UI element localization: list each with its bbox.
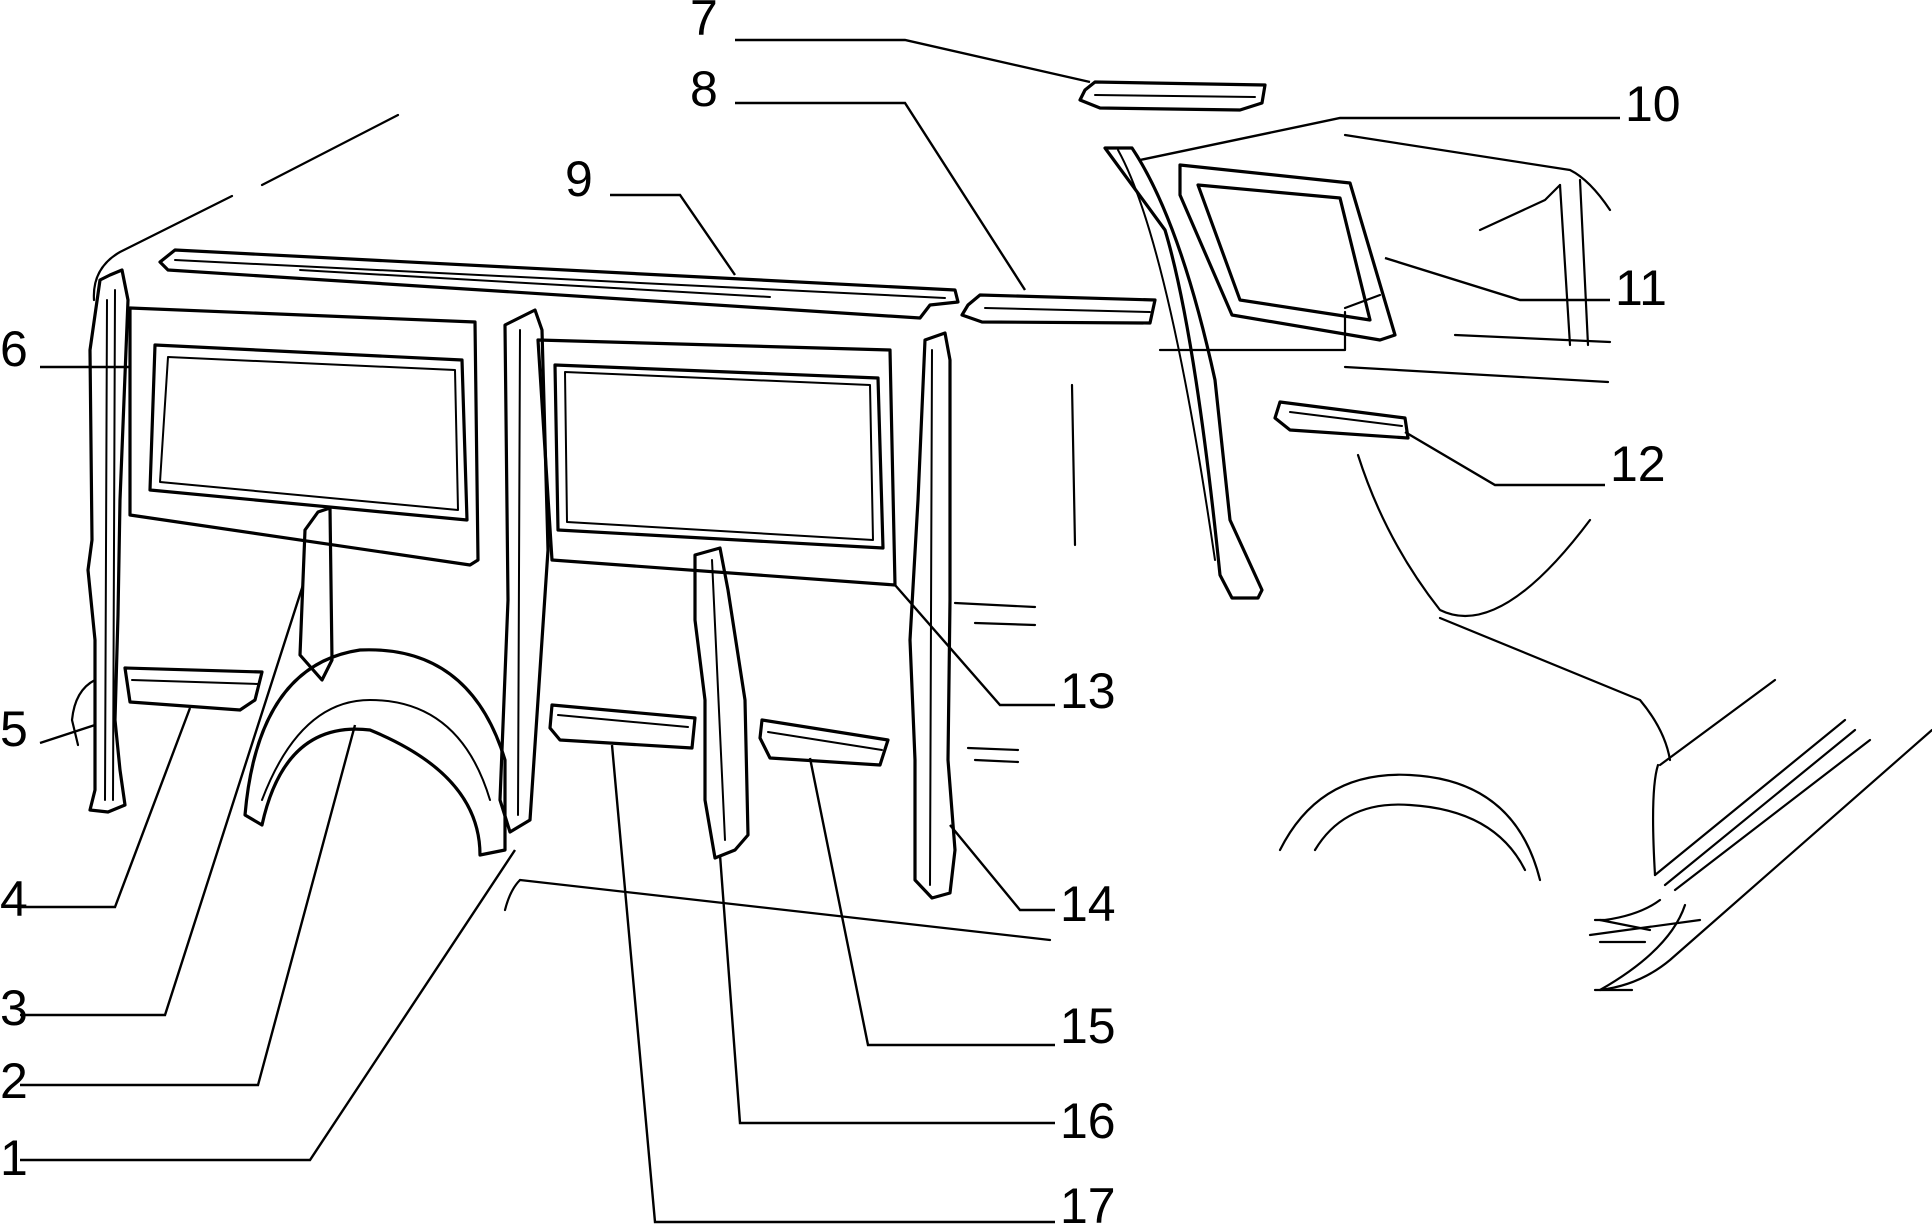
part-rail-segment-8: [960, 293, 1157, 325]
part-roof-rail: [158, 248, 960, 320]
part-door-window-frame-11: [1178, 163, 1397, 342]
vehicle-body-outline: [70, 113, 1932, 992]
callout-label-1: 1: [0, 1130, 28, 1186]
leader-line-10: [1139, 116, 1620, 162]
part-vertical-brace-3: [298, 506, 334, 682]
leader-line-15: [808, 757, 1055, 1047]
leader-line-12: [1404, 430, 1605, 487]
callout-label-5: 5: [0, 701, 28, 757]
callout-label-15: 15: [1060, 998, 1116, 1054]
leader-line-1: [20, 849, 517, 1162]
part-floor-member-15: [758, 718, 890, 767]
callout-label-9: 9: [565, 151, 593, 207]
part-bracket-12: [1273, 400, 1410, 440]
callout-label-8: 8: [690, 61, 718, 117]
leader-line-14: [949, 824, 1055, 912]
part-rear-window-frame: [128, 306, 480, 567]
callout-label-7: 7: [690, 0, 718, 46]
leader-line-13: [894, 584, 1055, 707]
callout-label-17: 17: [1060, 1178, 1116, 1227]
part-floor-member-4: [123, 666, 264, 712]
part-b-pillar-16: [693, 546, 750, 860]
part-rear-pillar-6: [86, 268, 130, 814]
leader-line-4: [20, 707, 192, 909]
callout-labels: 1 2 3 4 5 6 7 8 9 10 11 12 13 14 15 16 1…: [0, 0, 1681, 1227]
part-wheel-arch-2: [243, 648, 507, 857]
leader-lines: [20, 38, 1620, 1224]
callout-label-6: 6: [0, 321, 28, 377]
leader-line-9: [610, 193, 736, 276]
leader-line-17: [610, 744, 1055, 1224]
part-middle-pillar-1: [498, 308, 550, 834]
leader-line-8: [735, 101, 1027, 291]
part-floor-member-17: [548, 703, 697, 750]
leader-line-3: [20, 584, 305, 1017]
callout-label-2: 2: [0, 1053, 28, 1109]
callout-label-16: 16: [1060, 1093, 1116, 1149]
callout-label-14: 14: [1060, 876, 1116, 932]
callout-label-10: 10: [1625, 76, 1681, 132]
callout-label-11: 11: [1615, 260, 1667, 316]
part-pillar-14: [908, 331, 957, 900]
callout-label-4: 4: [0, 871, 28, 927]
leader-line-5: [39, 723, 96, 745]
part-a-pillar-10: [1103, 146, 1264, 600]
callout-label-3: 3: [0, 980, 28, 1036]
leader-line-11: [1384, 256, 1610, 302]
leader-line-2: [20, 724, 357, 1087]
callout-label-12: 12: [1610, 436, 1666, 492]
callout-label-13: 13: [1060, 663, 1116, 719]
leader-line-16: [718, 854, 1055, 1125]
leader-line-7: [735, 38, 1091, 84]
part-bracket-7: [1078, 80, 1267, 112]
